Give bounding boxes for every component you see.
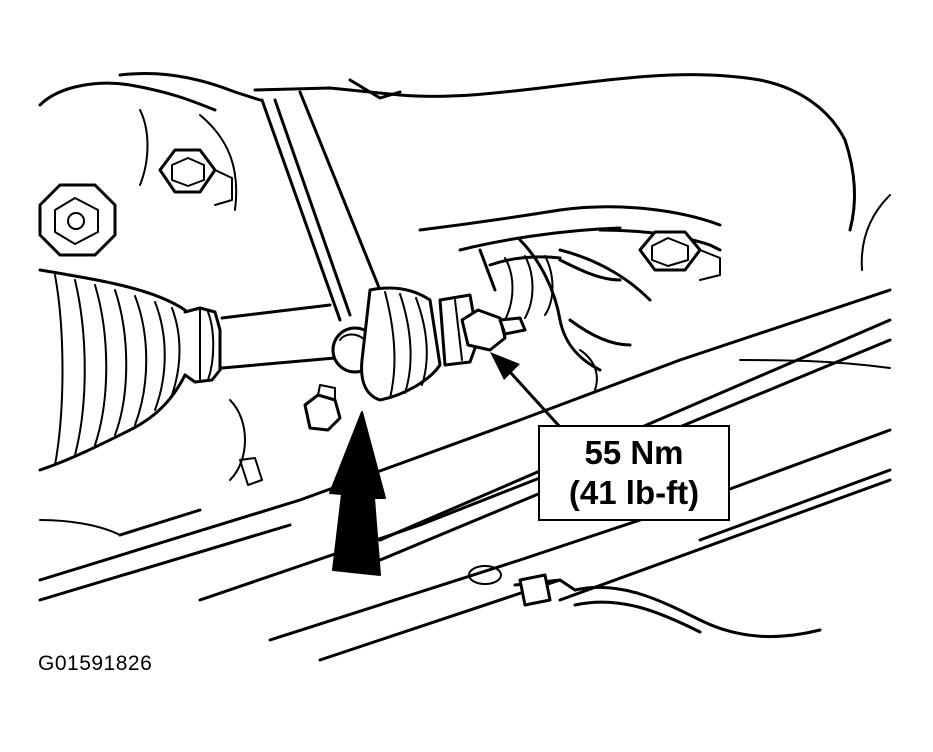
figure-id: G01591826 bbox=[38, 652, 153, 675]
bolt-icon bbox=[638, 230, 721, 281]
lower-body bbox=[39, 349, 598, 536]
bolt-icon bbox=[303, 384, 342, 432]
subframe bbox=[38, 194, 892, 662]
upward-arrow-icon bbox=[329, 411, 386, 576]
drive-shaft bbox=[183, 303, 337, 384]
cv-boot bbox=[38, 268, 187, 472]
torque-callout: 55 Nm (41 lb-ft) bbox=[538, 425, 730, 521]
nut-icon bbox=[38, 183, 117, 257]
tie-rod-boot bbox=[488, 255, 632, 347]
bolt-icon bbox=[158, 148, 233, 206]
ball-joint bbox=[360, 286, 480, 402]
knuckle-housing bbox=[38, 72, 857, 232]
link-nut bbox=[460, 308, 527, 352]
sensor-cable bbox=[468, 565, 822, 639]
stabilizer-link bbox=[260, 90, 382, 374]
torque-imperial: (41 lb-ft) bbox=[568, 474, 700, 511]
torque-metric: 55 Nm bbox=[584, 434, 684, 471]
